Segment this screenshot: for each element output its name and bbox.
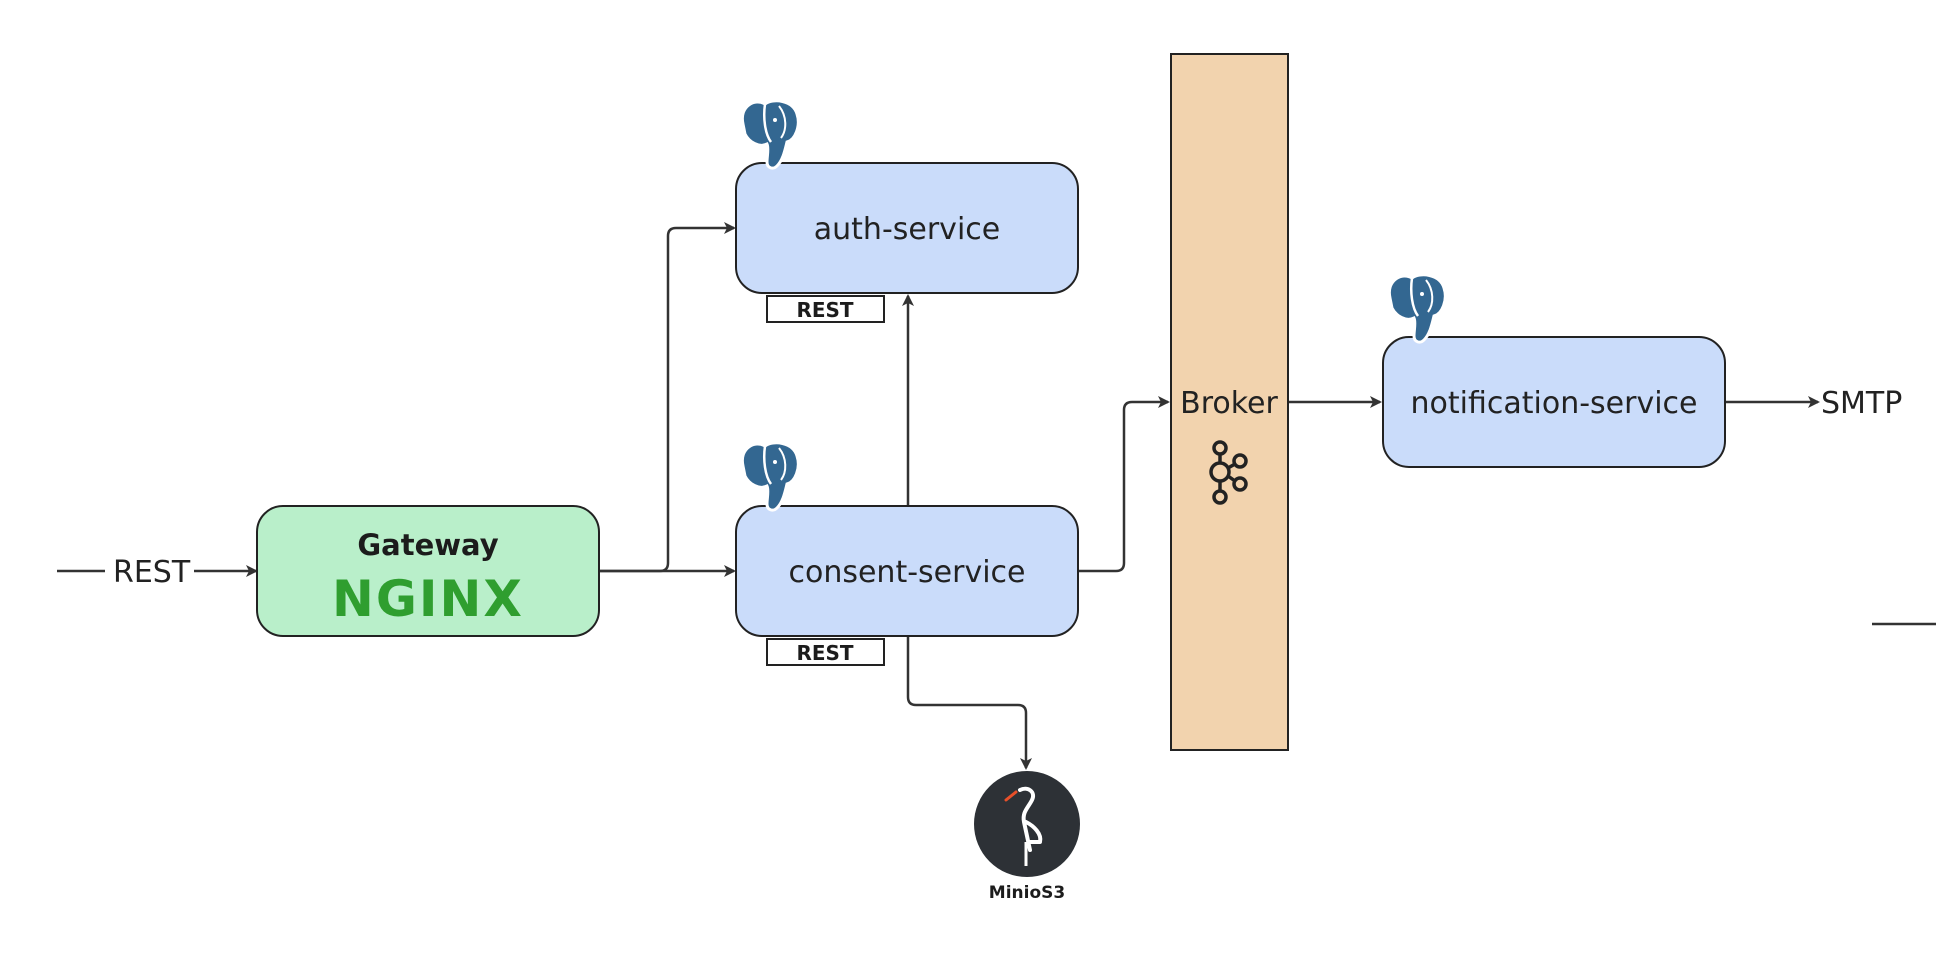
nginx-logo: NGINX (332, 570, 524, 628)
broker-label: Broker (1180, 386, 1278, 421)
gateway-title: Gateway (357, 528, 498, 562)
edge-consent-to-broker (1079, 396, 1170, 573)
broker-node[interactable]: Broker (1170, 53, 1289, 751)
edge-consent-to-minio (906, 636, 1032, 770)
minio-node[interactable]: MinioS3 (974, 771, 1080, 903)
postgresql-icon (1384, 272, 1448, 345)
edge-gateway-to-auth (600, 222, 736, 573)
edge-label-rest-incoming: REST (113, 555, 191, 590)
notification-service-node[interactable]: notification-service (1382, 336, 1726, 468)
minio-bird-icon (1004, 786, 1043, 866)
auth-service-node[interactable]: auth-service (735, 162, 1079, 294)
edge-label-smtp: SMTP (1821, 386, 1902, 421)
consent-service-rest-badge: REST (766, 638, 885, 666)
auth-service-badge-label: REST (796, 298, 853, 322)
consent-service-badge-label: REST (796, 641, 853, 665)
consent-service-node[interactable]: consent-service (735, 505, 1079, 637)
kafka-icon (1209, 440, 1248, 505)
postgresql-icon (737, 440, 801, 513)
gateway-node[interactable]: Gateway NGINX (256, 505, 600, 637)
consent-service-label: consent-service (788, 555, 1025, 590)
auth-service-label: auth-service (814, 212, 1000, 247)
notification-service-label: notification-service (1411, 386, 1698, 421)
postgresql-icon (737, 98, 801, 171)
minio-label: MinioS3 (989, 883, 1065, 903)
auth-service-rest-badge: REST (766, 295, 885, 323)
